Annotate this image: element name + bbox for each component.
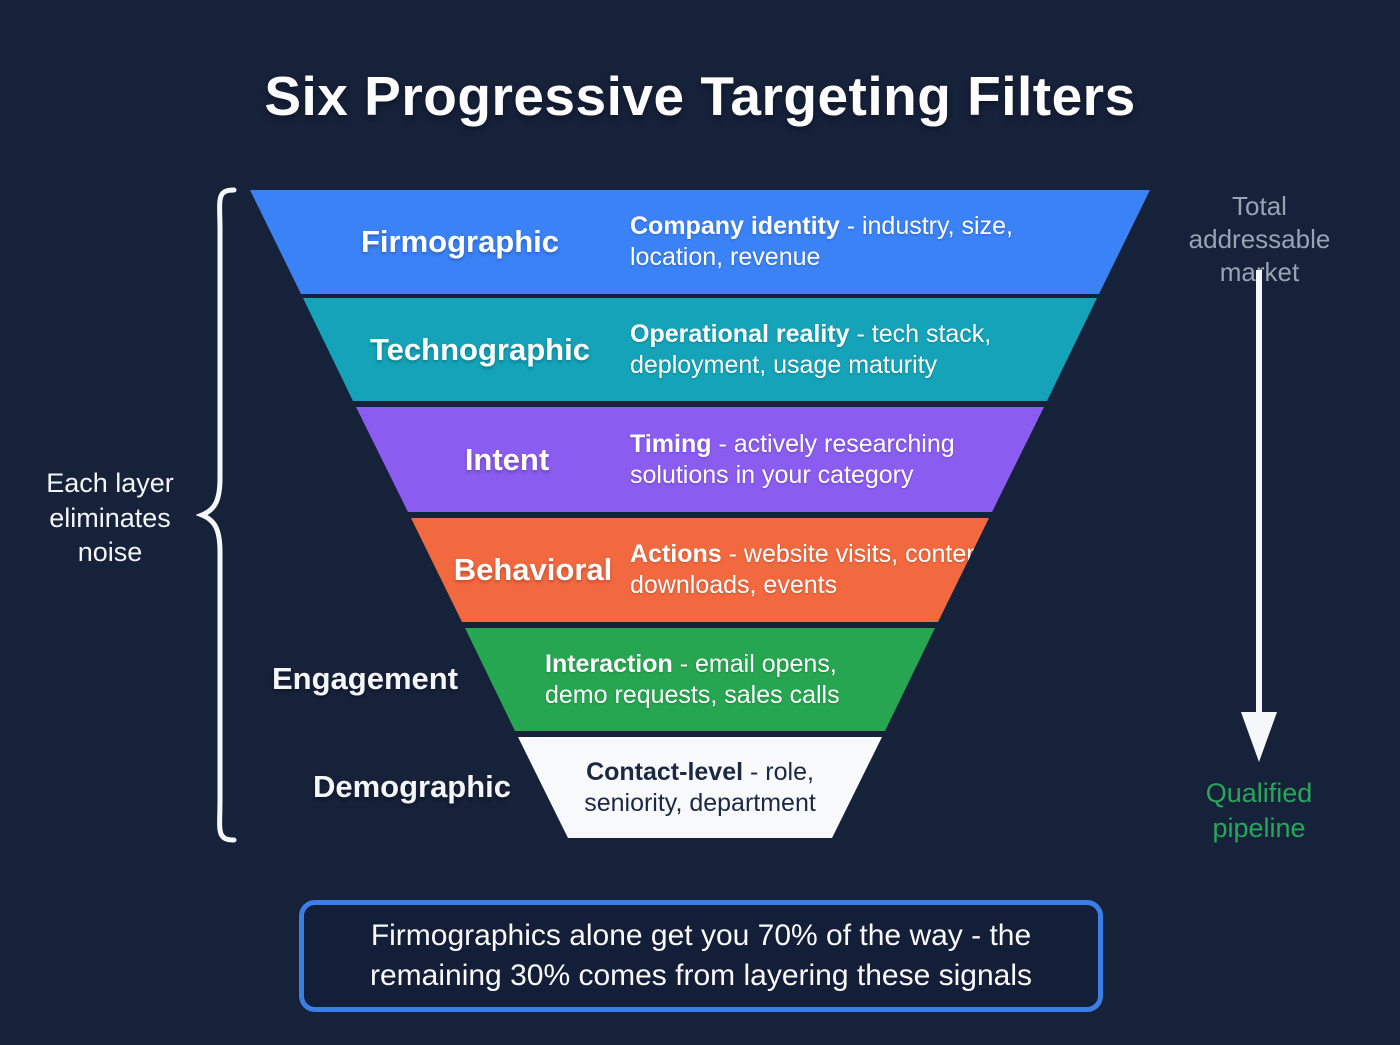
layer-desc-lead: Timing (630, 429, 712, 458)
layer-label-engagement-outside: Engagement (271, 661, 459, 696)
layer-description: Company identity - industry, size, locat… (630, 211, 1070, 274)
left-brace-decoration (196, 187, 237, 843)
targeting-funnel: Firmographic Company identity - industry… (250, 190, 1150, 838)
layer-desc-lead: Contact-level (586, 757, 744, 786)
layer-label: Behavioral (453, 551, 613, 587)
layer-label-demographic-outside: Demographic (312, 769, 512, 804)
layer-desc-rest: - website visits, content downloads, eve… (630, 539, 988, 599)
page-title: Six Progressive Targeting Filters (264, 65, 1136, 127)
funnel-layer-engagement: Interaction - email opens, demo requests… (465, 628, 935, 731)
layer-description: Actions - website visits, content downlo… (630, 539, 989, 602)
layer-desc-rest: - actively researching solutions in your… (630, 429, 955, 489)
funnel-layer-technographic: Technographic Operational reality - tech… (303, 298, 1097, 401)
layer-description: Contact-level - role, seniority, departm… (565, 756, 835, 819)
qualified-pipeline-label: Qualified pipeline (1205, 778, 1313, 843)
insight-callout-box: Firmographics alone get you 70% of the w… (299, 900, 1103, 1012)
funnel-layer-behavioral: Behavioral Actions - website visits, con… (411, 518, 989, 622)
funnel-layer-demographic: Contact-level - role, seniority, departm… (518, 737, 882, 838)
left-note: Each layer eliminates noise (46, 468, 174, 568)
down-arrow-icon (1241, 270, 1277, 762)
layer-description: Timing - actively researching solutions … (630, 428, 1020, 491)
layer-desc-lead: Interaction (545, 649, 673, 678)
layer-label: Firmographic (360, 223, 560, 259)
layer-label: Intent (464, 441, 550, 477)
funnel-layer-firmographic: Firmographic Company identity - industry… (250, 190, 1150, 294)
layer-desc-rest: - industry, size, location, revenue (630, 211, 1013, 271)
layer-desc-rest: - tech stack, deployment, usage maturity (630, 319, 992, 379)
layer-label: Technographic (370, 331, 590, 367)
layer-desc-lead: Actions (630, 539, 722, 568)
layer-description: Interaction - email opens, demo requests… (545, 648, 885, 711)
funnel-layer-intent: Intent Timing - actively researching sol… (356, 407, 1044, 512)
layer-desc-rest: - email opens, demo requests, sales call… (545, 649, 840, 709)
layer-desc-lead: Company identity (630, 211, 840, 240)
layer-desc-rest: - role, seniority, department (584, 757, 816, 817)
layer-description: Operational reality - tech stack, deploy… (630, 318, 1040, 381)
insight-callout-text: Firmographics alone get you 70% of the w… (370, 919, 1032, 992)
layer-desc-lead: Operational reality (630, 319, 850, 348)
